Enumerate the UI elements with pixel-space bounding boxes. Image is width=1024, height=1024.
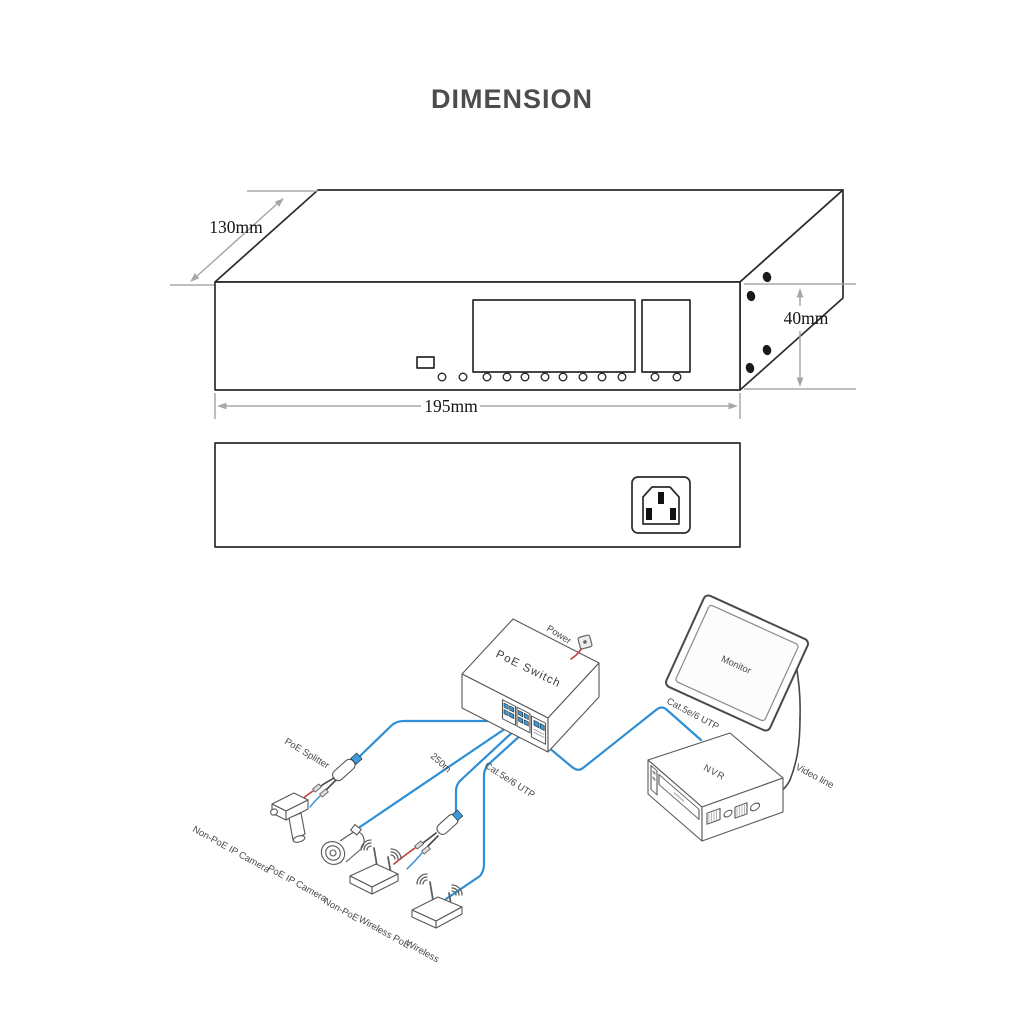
- poe-splitter-2: [393, 809, 464, 870]
- power-plug-icon: [577, 634, 593, 650]
- device-label-wireless: Wireless: [404, 938, 441, 965]
- device-label-wireless-poe: Wireless PoE: [357, 914, 412, 951]
- side-face-holes: [745, 271, 772, 374]
- isometric-device-drawing: [214, 189, 844, 391]
- front-led-holes: [437, 372, 682, 382]
- front-port-window-large: [472, 299, 636, 373]
- wireless-ap-poe: [349, 839, 402, 895]
- switch-ports: [501, 699, 547, 745]
- nvr: NVR: [647, 732, 784, 842]
- poe-splitter-1: [298, 752, 363, 808]
- device-label-non-poe: Non-PoE: [322, 896, 361, 924]
- monitor: Monitor: [665, 594, 809, 732]
- width-dimension-label: 195mm: [424, 396, 478, 416]
- device-label-non-poe-ip-camera: Non-PoE IP Camera: [191, 824, 273, 876]
- topology-diagram: PoE Switch Power Monitor: [191, 594, 836, 965]
- depth-dimension: 130mm: [190, 198, 284, 282]
- front-reset-window: [416, 356, 435, 369]
- device-labels: Non-PoE IP Camera PoE IP Camera Non-PoE …: [191, 824, 441, 965]
- device-front-face: [214, 281, 741, 391]
- width-dimension: 195mm: [217, 396, 738, 416]
- height-dimension-label: 40mm: [784, 308, 829, 328]
- device-top-face: [214, 189, 844, 283]
- wireless-ap: [411, 873, 463, 929]
- rear-panel-view: [214, 442, 741, 548]
- device-label-poe-ip-camera: PoE IP Camera: [266, 863, 330, 905]
- poe-switch: PoE Switch: [461, 618, 600, 753]
- nvr-right-face: [701, 777, 784, 842]
- video-line-cable: [780, 717, 801, 792]
- depth-dimension-label: 130mm: [209, 217, 263, 237]
- utp-cable-nvr: [534, 706, 703, 771]
- front-port-window-small: [641, 299, 691, 373]
- utp-label-left: Cat.5e/6 UTP: [482, 760, 536, 801]
- power-inlet: [631, 476, 691, 534]
- utp-cable-wireless: [444, 731, 525, 901]
- dimension-annotations: 130mm 40mm 195mm: [170, 190, 856, 419]
- utp-cable-bullet-camera: [355, 722, 514, 831]
- bullet-camera: [320, 824, 365, 865]
- box-camera: [270, 792, 309, 843]
- nvr-right-details: [706, 802, 761, 825]
- page-title: DIMENSION: [430, 84, 593, 114]
- switch-right-face: [547, 662, 600, 753]
- utp-cable-splitter1: [357, 719, 510, 759]
- nvr-front-details: [650, 764, 700, 821]
- splitter-label: PoE Splitter: [282, 736, 331, 771]
- height-dimension: 40mm: [784, 288, 829, 387]
- rear-panel: [214, 442, 741, 548]
- video-line-label: Video line: [794, 762, 836, 791]
